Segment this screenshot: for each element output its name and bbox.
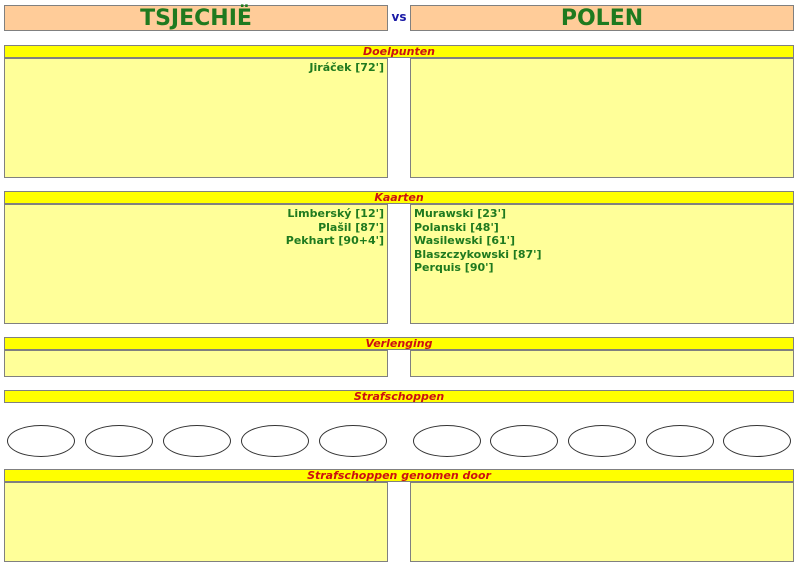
- penalties-header: Strafschoppen: [4, 390, 794, 403]
- cards-header: Kaarten: [4, 191, 794, 204]
- away-extra-time-panel: [410, 350, 794, 377]
- goals-header: Doelpunten: [4, 45, 794, 58]
- away-penalty-4: [646, 425, 714, 457]
- home-penalty-1: [7, 425, 75, 457]
- away-card-5: Perquis [90']: [414, 261, 494, 274]
- home-penalty-takers-panel: [4, 482, 388, 562]
- away-card-3: Wasilewski [61']: [414, 234, 516, 247]
- home-penalty-5: [319, 425, 387, 457]
- away-penalty-1: [413, 425, 481, 457]
- home-card-2: Plašil [87']: [318, 220, 384, 234]
- home-team-name: TSJECHIË: [4, 5, 388, 31]
- home-card-1: Limberský [12']: [287, 207, 384, 220]
- home-penalty-2: [85, 425, 153, 457]
- home-extra-time-panel: [4, 350, 388, 377]
- away-card-1: Murawski [23']: [414, 207, 506, 220]
- away-penalty-takers-panel: [410, 482, 794, 562]
- penalty-takers-header: Strafschoppen genomen door: [4, 469, 794, 482]
- away-penalty-5: [723, 425, 791, 457]
- away-team-name: POLEN: [410, 5, 794, 31]
- away-penalty-3: [568, 425, 636, 457]
- home-goal-1: Jiráček [72']: [309, 61, 384, 74]
- away-goals-panel: [410, 58, 794, 178]
- away-penalty-2: [490, 425, 558, 457]
- away-card-4: Blaszczykowski [87']: [414, 247, 542, 261]
- home-goals-panel: Jiráček [72']: [4, 58, 388, 178]
- home-penalty-4: [241, 425, 309, 457]
- extra-time-header: Verlenging: [4, 337, 794, 350]
- home-card-3: Pekhart [90+4']: [285, 234, 384, 247]
- home-penalty-3: [163, 425, 231, 457]
- away-card-2: Polanski [48']: [414, 220, 499, 234]
- versus-label: vs: [391, 10, 407, 24]
- home-cards-panel: Limberský [12'] Plašil [87'] Pekhart [90…: [4, 204, 388, 324]
- away-cards-panel: Murawski [23'] Polanski [48'] Wasilewski…: [410, 204, 794, 324]
